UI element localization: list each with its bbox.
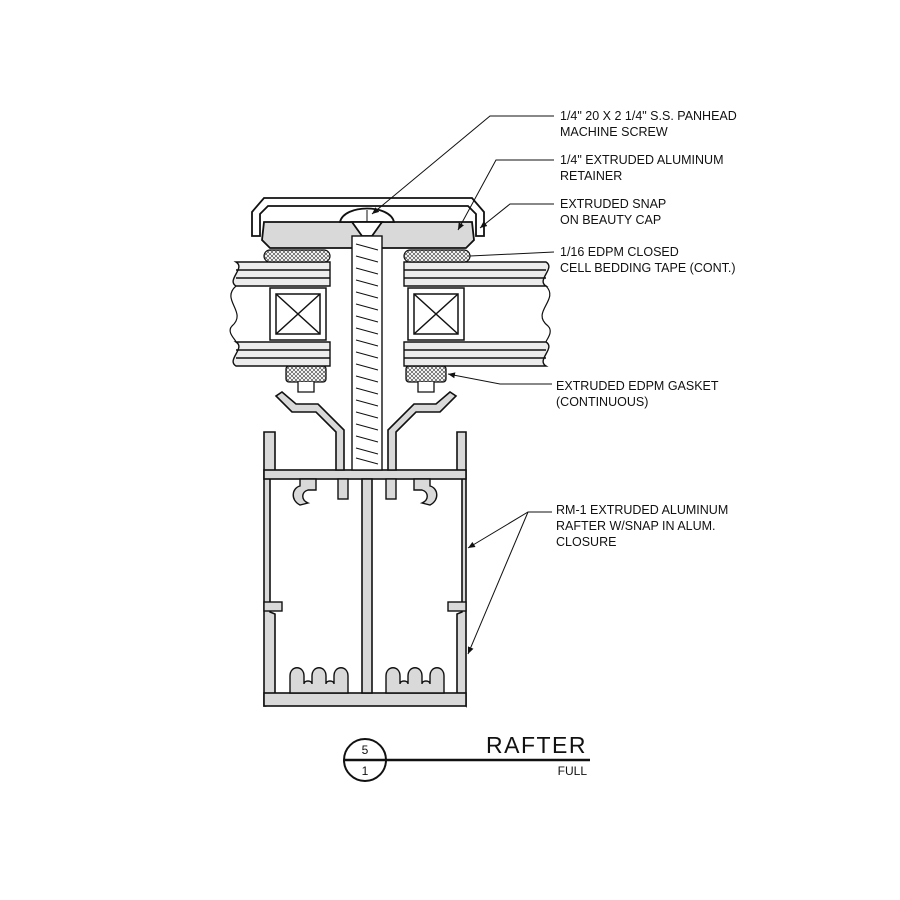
detail-number: 5 [362, 743, 369, 757]
leader-rafter-1 [467, 511, 552, 549]
rafter-extrusion [263, 431, 467, 708]
rafter-bottom-scallops [289, 667, 445, 694]
callout-gasket-line2: (CONTINUOUS) [556, 395, 648, 409]
leader-cap [479, 203, 554, 229]
rafter-snap-hooks [263, 478, 467, 612]
drawing-scale: FULL [558, 764, 588, 778]
screw-shank [351, 235, 383, 471]
leader-retainer [457, 159, 554, 231]
callout-tape-line1: 1/16 EDPM CLOSED [560, 245, 679, 259]
break-lines [229, 285, 551, 343]
rafter-top-flange [263, 469, 467, 480]
leader-lines [371, 115, 555, 655]
callout-screw-line1: 1/4" 20 X 2 1/4" S.S. PANHEAD [560, 109, 737, 123]
leader-rafter-2 [467, 511, 529, 655]
rafter-gasket-fins [274, 390, 458, 471]
callout-gasket-line1: EXTRUDED EDPM GASKET [556, 379, 719, 393]
callout-screw-line2: MACHINE SCREW [560, 125, 668, 139]
callout-cap-line2: ON BEAUTY CAP [560, 213, 661, 227]
callout-rafter-line3: CLOSURE [556, 535, 616, 549]
callout-retainer-line1: 1/4" EXTRUDED ALUMINUM [560, 153, 724, 167]
rafter-bottom-flange [263, 692, 467, 707]
leader-screw [371, 115, 554, 215]
title-block: 5 1 RAFTER FULL [343, 732, 590, 782]
edpm-gaskets [285, 365, 447, 393]
callout-tape-line2: CELL BEDDING TAPE (CONT.) [560, 261, 736, 275]
callout-cap-line1: EXTRUDED SNAP [560, 197, 666, 211]
beauty-cap [251, 197, 485, 237]
callout-retainer-line2: RETAINER [560, 169, 622, 183]
callout-notes: 1/4" 20 X 2 1/4" S.S. PANHEAD MACHINE SC… [556, 109, 737, 549]
sheet-number: 1 [362, 764, 369, 778]
callout-rafter-line2: RAFTER W/SNAP IN ALUM. [556, 519, 716, 533]
callout-rafter-line1: RM-1 EXTRUDED ALUMINUM [556, 503, 728, 517]
glazing-spacers [269, 287, 465, 341]
glazing-panels [232, 261, 550, 367]
leader-tape [469, 251, 555, 257]
drawing-title: RAFTER [486, 732, 587, 758]
bedding-tape [263, 249, 471, 263]
retainer-and-cap [251, 197, 485, 249]
rafter-center-web [361, 478, 373, 694]
leader-gasket [447, 372, 552, 385]
